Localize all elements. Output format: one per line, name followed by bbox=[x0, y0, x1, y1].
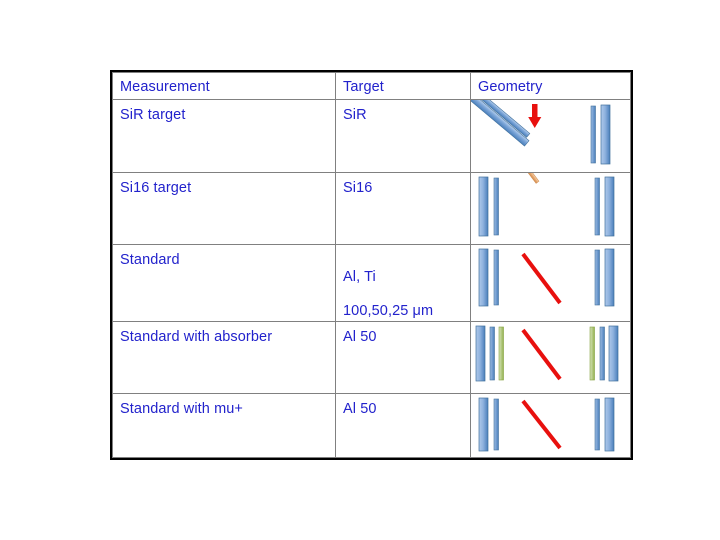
detector-bars-right bbox=[594, 248, 615, 306]
header-label-geometry: Geometry bbox=[478, 79, 543, 95]
diagonal-target-bars bbox=[471, 100, 531, 147]
geometry-diagram-row1 bbox=[471, 100, 611, 165]
geometry-si16-target bbox=[471, 172, 630, 244]
cell-geometry-row2 bbox=[470, 171, 631, 245]
geometry-standard-absorber bbox=[471, 322, 630, 393]
cell-target-row1: SiR bbox=[335, 99, 471, 173]
target-line1: Al, Ti bbox=[343, 268, 376, 285]
detector-bars-left bbox=[478, 176, 499, 236]
measurement-label-row4: Standard with absorber bbox=[120, 328, 273, 345]
orange-target-bar bbox=[499, 172, 540, 184]
cell-target-row2: Si16 bbox=[335, 171, 471, 245]
cell-geometry-row5 bbox=[470, 392, 631, 459]
header-cell-geometry: Geometry bbox=[470, 71, 631, 101]
detector-bars-left bbox=[478, 397, 499, 452]
target-label-row5: Al 50 bbox=[343, 400, 377, 417]
absorber-bar-right bbox=[589, 326, 595, 381]
geometry-table: Measurement Target Geometry SiR target S… bbox=[110, 70, 633, 460]
geometry-diagram-row2 bbox=[478, 172, 615, 236]
cell-measurement-row2: Si16 target bbox=[112, 171, 336, 245]
header-label-measurement: Measurement bbox=[120, 79, 210, 95]
detector-bars-left bbox=[475, 325, 504, 382]
geometry-diagram-row5 bbox=[478, 397, 615, 452]
table-row: Standard with absorber Al 50 bbox=[112, 320, 631, 394]
header-cell-measurement: Measurement bbox=[112, 71, 336, 101]
measurement-label-row3: Standard bbox=[120, 251, 180, 268]
target-label-row4: Al 50 bbox=[343, 328, 377, 345]
table-row: Standard with mu+ Al 50 bbox=[112, 392, 631, 459]
measurement-label-row5: Standard with mu+ bbox=[120, 400, 244, 417]
geometry-standard-mu bbox=[471, 394, 630, 457]
target-line2-value: 100,50,25 bbox=[343, 302, 413, 319]
geometry-standard bbox=[471, 245, 630, 321]
cell-target-row3: Al, Ti 100,50,25 μm bbox=[335, 243, 471, 322]
header-label-target: Target bbox=[343, 79, 384, 95]
cell-measurement-row3: Standard bbox=[112, 243, 336, 322]
cell-measurement-row5: Standard with mu+ bbox=[112, 392, 336, 459]
detector-bars-right bbox=[594, 176, 615, 236]
table-row: Si16 target Si16 bbox=[112, 171, 631, 245]
geometry-diagram-row4 bbox=[475, 325, 619, 382]
detector-bars-right bbox=[590, 105, 611, 165]
detector-bars-right bbox=[589, 325, 619, 382]
cell-geometry-row4 bbox=[470, 320, 631, 394]
red-diagonal-line bbox=[521, 399, 562, 450]
measurement-label-row1: SiR target bbox=[120, 107, 186, 124]
table-header-row: Measurement Target Geometry bbox=[112, 71, 631, 101]
target-label-row3: Al, Ti 100,50,25 μm bbox=[336, 245, 470, 320]
table-row: SiR target SiR bbox=[112, 99, 631, 173]
cell-geometry-row1 bbox=[470, 99, 631, 173]
detector-bars-right bbox=[594, 397, 615, 452]
red-diagonal-line bbox=[521, 252, 562, 304]
cell-geometry-row3 bbox=[470, 243, 631, 322]
detector-bars-left bbox=[478, 248, 499, 306]
target-label-row1: SiR bbox=[343, 107, 367, 124]
geometry-sir-target bbox=[471, 100, 630, 171]
target-label-row2: Si16 bbox=[343, 179, 373, 196]
measurement-label-row2: Si16 target bbox=[120, 179, 192, 196]
geometry-diagram-row3 bbox=[478, 248, 615, 306]
red-down-arrow-icon bbox=[528, 104, 542, 129]
header-cell-target: Target bbox=[335, 71, 471, 101]
target-line2-unit: μm bbox=[412, 302, 434, 319]
table-row: Standard Al, Ti 100,50,25 μm bbox=[112, 243, 631, 322]
red-diagonal-line bbox=[521, 328, 562, 381]
absorber-bar-left bbox=[498, 326, 504, 381]
cell-target-row4: Al 50 bbox=[335, 320, 471, 394]
cell-target-row5: Al 50 bbox=[335, 392, 471, 459]
cell-measurement-row4: Standard with absorber bbox=[112, 320, 336, 394]
cell-measurement-row1: SiR target bbox=[112, 99, 336, 173]
